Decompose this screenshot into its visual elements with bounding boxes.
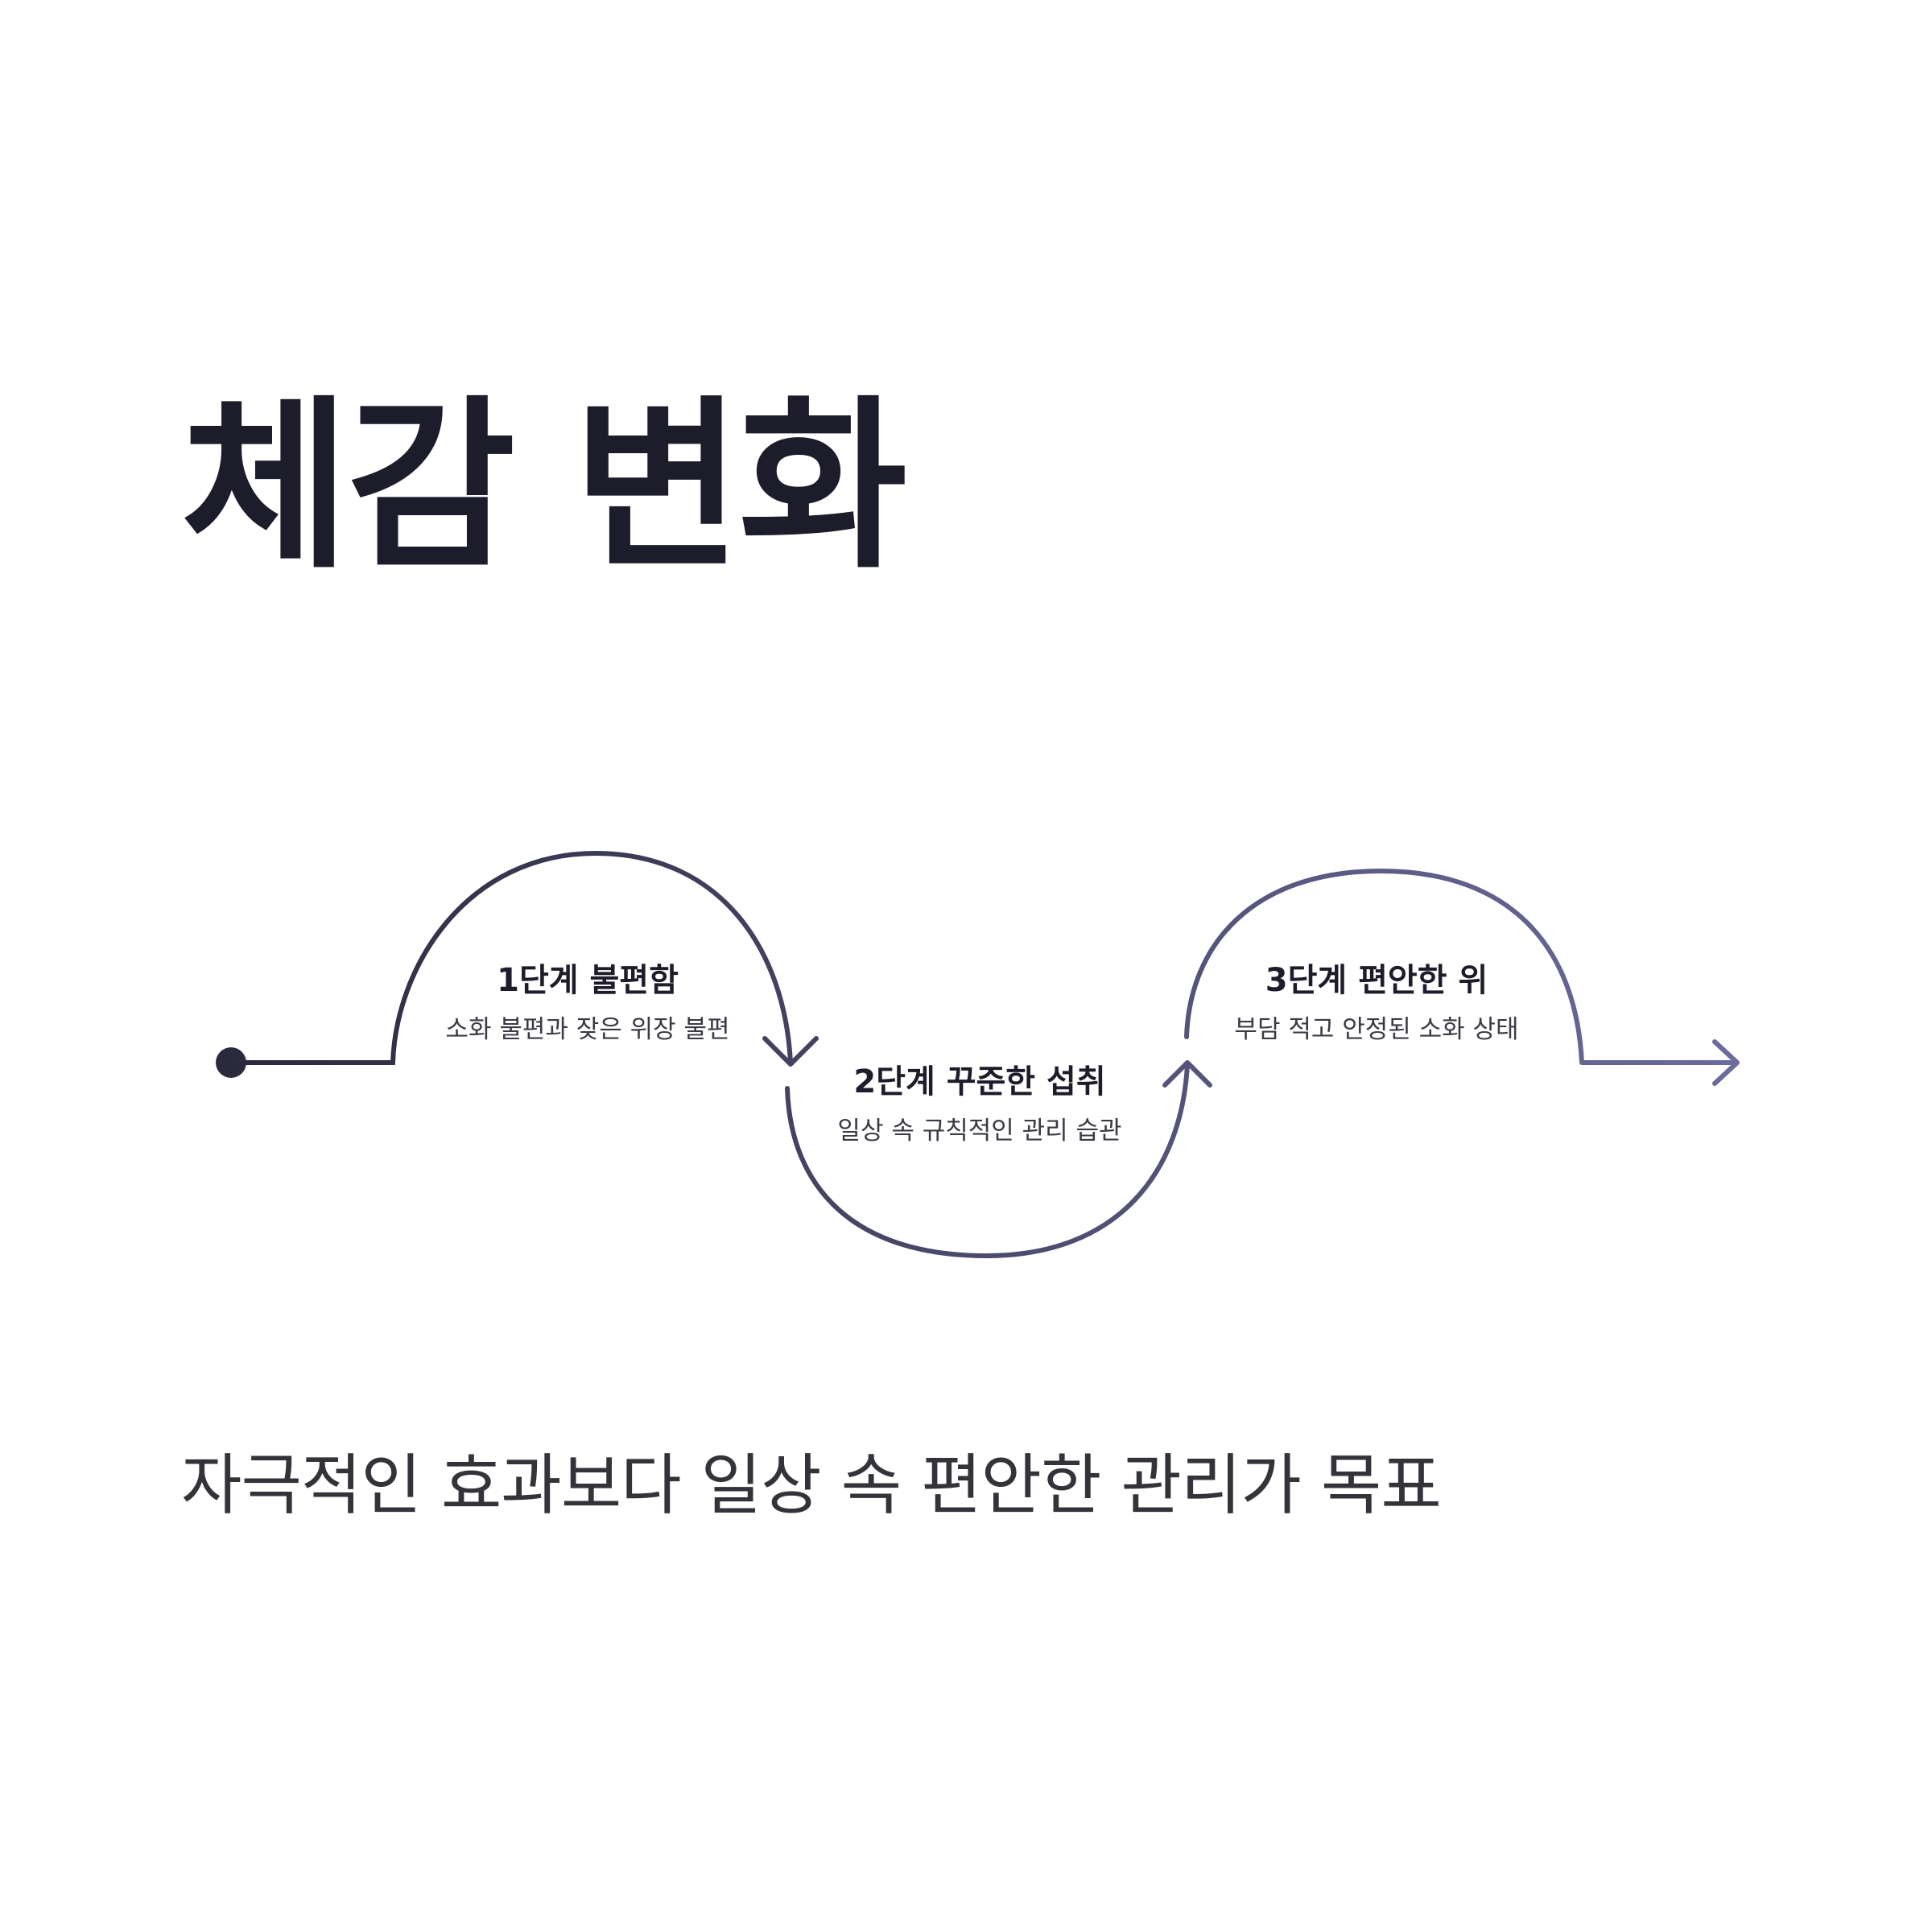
stage-2-arc — [785, 1062, 1190, 1259]
stage-2-title: 2단계 꾸준한 섭취 — [853, 1063, 1106, 1100]
stage-3-desc: 부담 적고 안정된 소화 상태 — [1234, 1015, 1519, 1044]
page-subtitle: 자극적인 효과보다 일상 속 편안한 관리가 목표 — [181, 1447, 1442, 1524]
stage-2-desc: 일상 속 규칙적인 관리 습관 — [837, 1117, 1122, 1146]
stage-3-arc — [1184, 869, 1737, 1065]
stage-1-desc: 소화 불편과 잦은 위장 불편 — [445, 1015, 730, 1044]
arrow-down-icon — [762, 1036, 819, 1067]
stage-1-arc — [229, 850, 793, 1065]
arrow-right-icon — [1712, 1039, 1740, 1086]
arrow-up-icon — [1162, 1060, 1212, 1088]
page-title: 체감 변화 — [181, 379, 907, 593]
stage-1-title: 1단계 불편함 — [497, 962, 679, 999]
stage-3-title: 3단계 편안한 위 — [1265, 962, 1488, 999]
